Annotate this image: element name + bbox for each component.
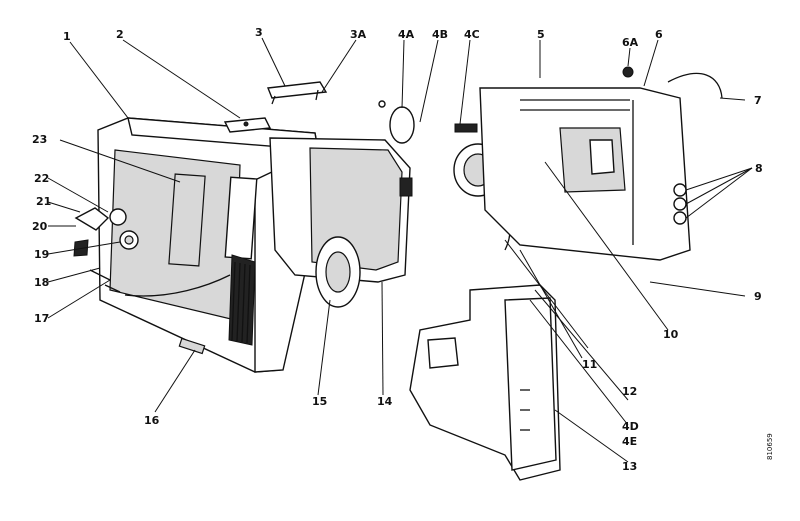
part-labels: 1 2 3 3A 4A 4B 4C 5 6A 6 7 8 9 10 11 12 …: [32, 26, 774, 473]
speaker: [315, 236, 361, 308]
label-19: 19: [34, 248, 49, 261]
label-17: 17: [34, 312, 49, 325]
label-20: 20: [32, 220, 48, 233]
drawing-code: 810659: [766, 433, 774, 460]
label-4e: 4E: [622, 435, 637, 448]
label-9: 9: [754, 290, 762, 303]
label-5: 5: [537, 28, 545, 41]
label-21: 21: [36, 195, 51, 208]
label-12: 12: [622, 385, 637, 398]
label-3a: 3A: [350, 28, 367, 41]
label-1: 1: [63, 30, 71, 43]
label-3: 3: [255, 26, 263, 39]
label-8: 8: [755, 162, 763, 175]
label-2: 2: [116, 28, 124, 41]
label-23: 23: [32, 133, 47, 146]
label-16: 16: [144, 414, 160, 427]
label-11: 11: [582, 358, 597, 371]
chassis: [409, 284, 561, 481]
label-10: 10: [663, 328, 679, 341]
label-6a: 6A: [622, 36, 639, 49]
label-14: 14: [377, 395, 393, 408]
label-6: 6: [655, 28, 663, 41]
label-4b: 4B: [432, 28, 448, 41]
label-4a: 4A: [398, 28, 415, 41]
label-15: 15: [312, 395, 327, 408]
label-4d: 4D: [622, 420, 639, 433]
leader-lines: [47, 37, 753, 463]
yoke-assembly: [378, 100, 478, 144]
handle: [267, 81, 328, 105]
label-18: 18: [34, 276, 49, 289]
label-22: 22: [34, 172, 49, 185]
label-13: 13: [622, 460, 637, 473]
label-7: 7: [754, 94, 762, 107]
back-cover: [479, 66, 723, 261]
knobs: [73, 207, 206, 355]
bracket: [223, 117, 272, 133]
label-4c: 4C: [464, 28, 480, 41]
